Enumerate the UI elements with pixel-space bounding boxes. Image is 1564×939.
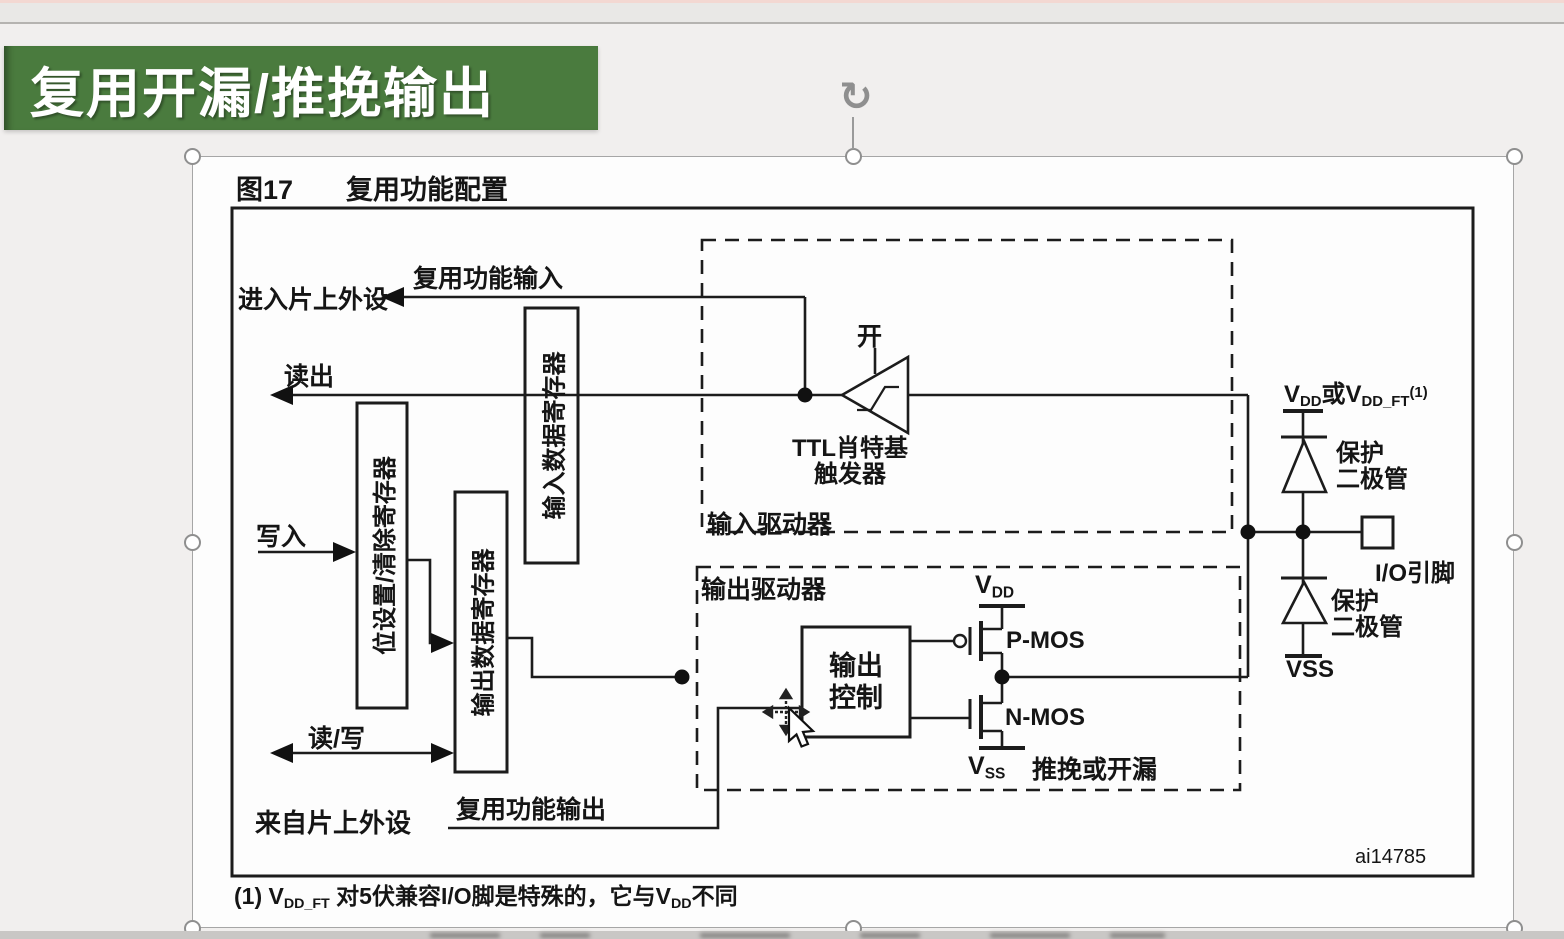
label-read: 读出 xyxy=(284,363,335,391)
bottom-timeline-strip[interactable] xyxy=(0,931,1564,939)
junction-dots xyxy=(674,387,1311,685)
figure-caption-title: 复用功能配置 xyxy=(346,175,508,205)
schmitt-trigger-icon xyxy=(839,354,910,436)
rotate-handle-icon[interactable]: ↻ xyxy=(839,75,873,119)
label-protection-diode-upper: 保护 二极管 xyxy=(1336,440,1408,493)
output-control-box xyxy=(800,625,912,739)
label-push-pull-open-drain: 推挽或开漏 xyxy=(1032,756,1158,784)
label-vss: VSS xyxy=(968,752,1006,783)
output-data-register-box xyxy=(453,490,509,774)
label-af-output: 复用功能输出 xyxy=(456,796,607,824)
input-data-register: 输入数据寄存器 xyxy=(541,351,568,520)
pmos-transistor-icon xyxy=(910,604,1025,677)
label-vdd-rail: VDD或VDD_FT(1) xyxy=(1284,381,1428,411)
label-trigger-on: 开 xyxy=(857,323,883,351)
nmos-transistor-icon xyxy=(910,677,1025,750)
figure-footnote: (1) VDD_FT 对5伏兼容I/O脚是特殊的，它与VDD不同 xyxy=(234,883,738,912)
rotate-handle-stem xyxy=(852,117,854,149)
label-from-peripheral: 来自片上外设 xyxy=(255,808,412,838)
bit-set-clear-register: 位设置/清除寄存器 xyxy=(371,456,399,655)
hysteresis-icon xyxy=(857,385,899,412)
slide-title: 复用开漏/推挽输出 xyxy=(30,63,496,124)
io-pad-icon xyxy=(1360,515,1395,550)
label-to-peripheral: 进入片上外设 xyxy=(238,286,389,314)
label-protection-diode-lower: 保护 二极管 xyxy=(1331,588,1403,641)
label-af-input: 复用功能输入 xyxy=(413,265,564,293)
label-nmos: N-MOS xyxy=(1005,704,1085,731)
label-input-driver: 输入驱动器 xyxy=(707,511,833,539)
label-pmos: P-MOS xyxy=(1006,627,1085,654)
figure-border xyxy=(230,206,1475,878)
selection-handle-top-left[interactable] xyxy=(183,147,201,165)
output-driver-box xyxy=(695,565,1242,792)
selection-handle-top-center[interactable] xyxy=(844,147,862,165)
output-data-register: 输出数据寄存器 xyxy=(470,548,498,716)
figure-caption-number: 图17 xyxy=(236,175,294,205)
bit-set-clear-register-box xyxy=(355,401,409,710)
protection-diodes xyxy=(1280,409,1329,658)
label-io-pin: I/O引脚 xyxy=(1375,560,1456,587)
slide-title-banner: 复用开漏/推挽输出 xyxy=(4,46,598,130)
label-vdd: VDD xyxy=(975,571,1015,602)
move-cursor-icon xyxy=(761,687,816,748)
titlebar-divider xyxy=(0,22,1564,24)
label-vss-rail: VSS xyxy=(1286,656,1335,683)
titlebar-band xyxy=(0,3,1564,22)
video-progress-bar[interactable] xyxy=(0,0,1564,3)
label-ttl-schmitt: TTL肖特基 触发器 xyxy=(792,435,908,488)
arrow-cursor-icon xyxy=(787,705,816,748)
figure-watermark: ai14785 xyxy=(1355,846,1427,868)
label-read-write: 读/写 xyxy=(308,725,365,753)
label-output-driver: 输出驱动器 xyxy=(701,576,827,604)
label-write: 写入 xyxy=(256,523,307,551)
output-control-label: 输出 控制 xyxy=(829,651,883,713)
input-driver-box xyxy=(700,238,1234,534)
input-data-register-box xyxy=(523,306,580,565)
selection-handle-middle-left[interactable] xyxy=(183,533,201,551)
selection-handle-middle-right[interactable] xyxy=(1505,533,1523,551)
arrowheads xyxy=(270,287,454,763)
selection-handle-top-right[interactable] xyxy=(1505,147,1523,165)
